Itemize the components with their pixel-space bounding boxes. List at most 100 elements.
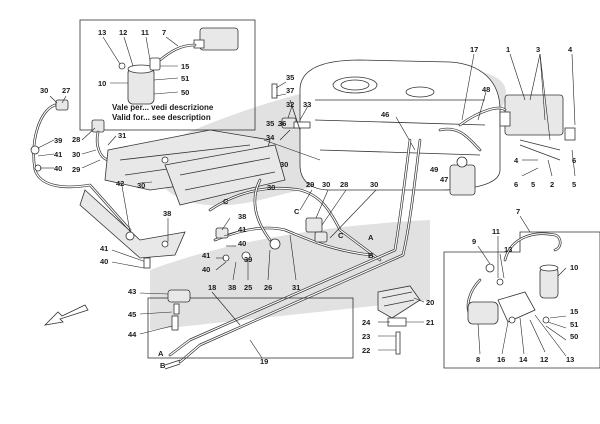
purge-valve bbox=[449, 164, 476, 196]
label-30c: 30 bbox=[137, 181, 145, 190]
label-26: 26 bbox=[264, 283, 272, 292]
label-48: 48 bbox=[482, 85, 490, 94]
bottom-left-assembly bbox=[147, 289, 354, 370]
label-4b: 4 bbox=[514, 156, 519, 165]
inset-top-leaders bbox=[102, 36, 179, 95]
label-40b: 40 bbox=[238, 239, 246, 248]
label-27: 27 bbox=[62, 86, 70, 95]
inset-right-label-7: 7 bbox=[516, 207, 520, 216]
label-31b: 31 bbox=[292, 283, 300, 292]
label-30f: 30 bbox=[370, 180, 378, 189]
inset-top-label-50: 50 bbox=[181, 88, 189, 97]
inset-right-label-14: 14 bbox=[519, 355, 528, 364]
lower-bracket bbox=[79, 189, 186, 259]
label-38a: 38 bbox=[163, 209, 171, 218]
label-5b: 5 bbox=[572, 180, 576, 189]
inset-right-frame bbox=[443, 231, 600, 369]
inset-right-label-8: 8 bbox=[476, 355, 480, 364]
label-41c: 41 bbox=[202, 251, 210, 260]
label-Cb: C bbox=[294, 207, 300, 216]
label-45: 45 bbox=[128, 310, 136, 319]
label-5a: 5 bbox=[531, 180, 535, 189]
label-28: 28 bbox=[72, 135, 80, 144]
canister-leaders bbox=[395, 53, 576, 177]
label-Cc: C bbox=[338, 231, 344, 240]
label-30a: 30 bbox=[40, 86, 48, 95]
label-35b: 35 bbox=[266, 119, 274, 128]
label-35a: 35 bbox=[286, 73, 294, 82]
label-19: 19 bbox=[260, 357, 268, 366]
label-23: 23 bbox=[362, 332, 370, 341]
inset-right-label-15: 15 bbox=[570, 307, 578, 316]
bottom-center-leaders bbox=[378, 297, 425, 351]
bottom-left-leaders bbox=[139, 291, 263, 359]
label-34: 34 bbox=[266, 133, 275, 142]
fuel-tank bbox=[299, 59, 501, 191]
inset-right-label-10: 10 bbox=[570, 263, 578, 272]
label-31: 31 bbox=[118, 131, 126, 140]
inset-top-label-11: 11 bbox=[141, 28, 149, 37]
label-40d: 40 bbox=[100, 257, 108, 266]
label-30e: 30 bbox=[322, 180, 330, 189]
inset-top-label-10: 10 bbox=[98, 79, 106, 88]
label-43: 43 bbox=[128, 287, 136, 296]
label-17: 17 bbox=[470, 45, 478, 54]
label-38b: 38 bbox=[238, 212, 246, 221]
center-leaders bbox=[263, 81, 321, 161]
label-37: 37 bbox=[286, 86, 294, 95]
inset-top-label-12: 12 bbox=[119, 28, 127, 37]
label-1: 1 bbox=[506, 45, 510, 54]
inset-top-parts bbox=[118, 27, 239, 105]
middle-pipes bbox=[168, 138, 422, 364]
label-36: 36 bbox=[278, 119, 286, 128]
label-40a: 40 bbox=[54, 164, 62, 173]
label-24: 24 bbox=[362, 318, 371, 327]
pipe-connector bbox=[305, 217, 323, 233]
inset-note-italian: Vale per... vedi descrizione bbox=[112, 103, 214, 112]
label-42: 42 bbox=[116, 179, 124, 188]
label-21: 21 bbox=[426, 318, 434, 327]
label-33: 33 bbox=[303, 100, 311, 109]
inset-frame-top bbox=[79, 19, 256, 131]
label-29b: 29 bbox=[306, 180, 314, 189]
inset-right-label-12: 12 bbox=[540, 355, 548, 364]
label-39b: 39 bbox=[244, 255, 252, 264]
left-pipe-run bbox=[30, 99, 132, 232]
label-B-bottom: B bbox=[160, 361, 166, 370]
label-39: 39 bbox=[54, 136, 62, 145]
label-18: 18 bbox=[208, 283, 216, 292]
canister-part bbox=[199, 27, 239, 51]
inset-right-label-9: 9 bbox=[472, 237, 476, 246]
label-30g: 30 bbox=[267, 183, 275, 192]
label-32: 32 bbox=[286, 100, 294, 109]
inset-right-label-13b: 13 bbox=[566, 355, 574, 364]
inset-right-label-16: 16 bbox=[497, 355, 505, 364]
ghost-shape-lower bbox=[150, 220, 430, 330]
inset-right-label-50: 50 bbox=[570, 332, 578, 341]
label-40c: 40 bbox=[202, 265, 210, 274]
label-41d: 41 bbox=[100, 244, 108, 253]
left-fasteners bbox=[111, 249, 151, 269]
label-2: 2 bbox=[550, 180, 554, 189]
label-30b: 30 bbox=[72, 150, 80, 159]
label-41b: 41 bbox=[238, 225, 246, 234]
center-fittings bbox=[271, 83, 311, 131]
inset-right-parts bbox=[466, 232, 562, 325]
label-B: B bbox=[368, 251, 374, 260]
inset-top-label-13: 13 bbox=[98, 28, 106, 37]
label-38c: 38 bbox=[228, 283, 236, 292]
label-A-bottom: A bbox=[158, 349, 164, 358]
bottom-center-assembly bbox=[377, 285, 421, 355]
label-25: 25 bbox=[244, 283, 252, 292]
label-47: 47 bbox=[440, 175, 448, 184]
label-30d: 30 bbox=[280, 160, 288, 169]
inset-top-label-15: 15 bbox=[181, 62, 189, 71]
direction-arrow bbox=[43, 304, 89, 326]
label-44: 44 bbox=[128, 330, 137, 339]
inset-right-label-51: 51 bbox=[570, 320, 578, 329]
tank-support bbox=[164, 144, 286, 206]
inset-right-label-11: 11 bbox=[492, 227, 500, 236]
label-29: 29 bbox=[72, 165, 80, 174]
label-A: A bbox=[368, 233, 374, 242]
